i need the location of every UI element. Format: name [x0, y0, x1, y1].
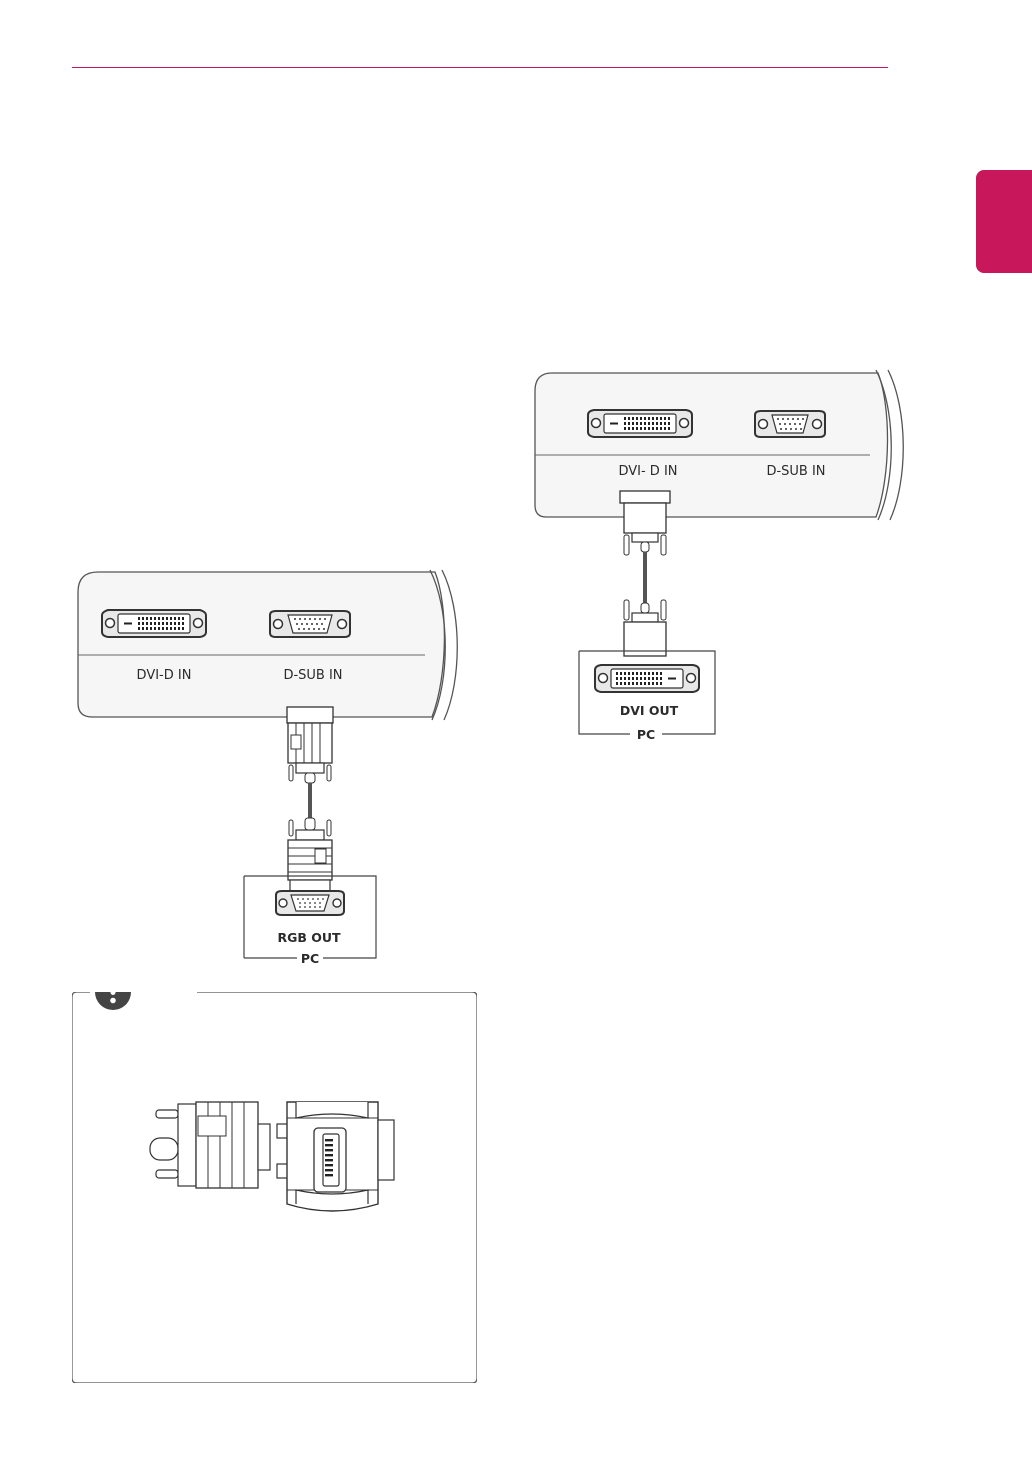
dvi-out-label: DVI OUT — [620, 703, 679, 718]
note-box — [72, 992, 477, 1383]
header-rule — [72, 67, 888, 68]
dsub-port-icon — [755, 411, 825, 437]
rgb-out-port-icon — [276, 891, 344, 915]
rgb-out-label: RGB OUT — [277, 930, 341, 945]
pc-label: PC — [301, 951, 319, 966]
dvi-cable-plug-icon — [620, 491, 670, 555]
dsub-in-label: D-SUB IN — [766, 464, 825, 479]
dsub-in-label: D-SUB IN — [283, 668, 342, 683]
rgb-connection-diagram: DVI-D IN D-SUB IN — [70, 565, 470, 965]
dvi-out-port-icon — [595, 665, 699, 692]
dsub-cable-plug-pc-icon — [288, 818, 332, 892]
dvi-in-label: DVI- D IN — [618, 464, 677, 479]
dvi-port-icon — [102, 610, 206, 637]
dvi-in-label: DVI-D IN — [137, 668, 192, 683]
dvi-port-icon — [588, 410, 692, 437]
dsub-port-icon — [270, 611, 350, 637]
exclamation-icon — [95, 992, 131, 1010]
chapter-tab — [976, 170, 1032, 273]
dvi-connection-diagram: DVI- D IN D-SUB IN — [530, 365, 910, 745]
dvi-cable-plug-pc-icon — [624, 600, 666, 656]
gender-adapter-icon — [150, 1102, 394, 1211]
dsub-cable-plug-icon — [287, 707, 333, 783]
pc-label: PC — [637, 727, 655, 742]
